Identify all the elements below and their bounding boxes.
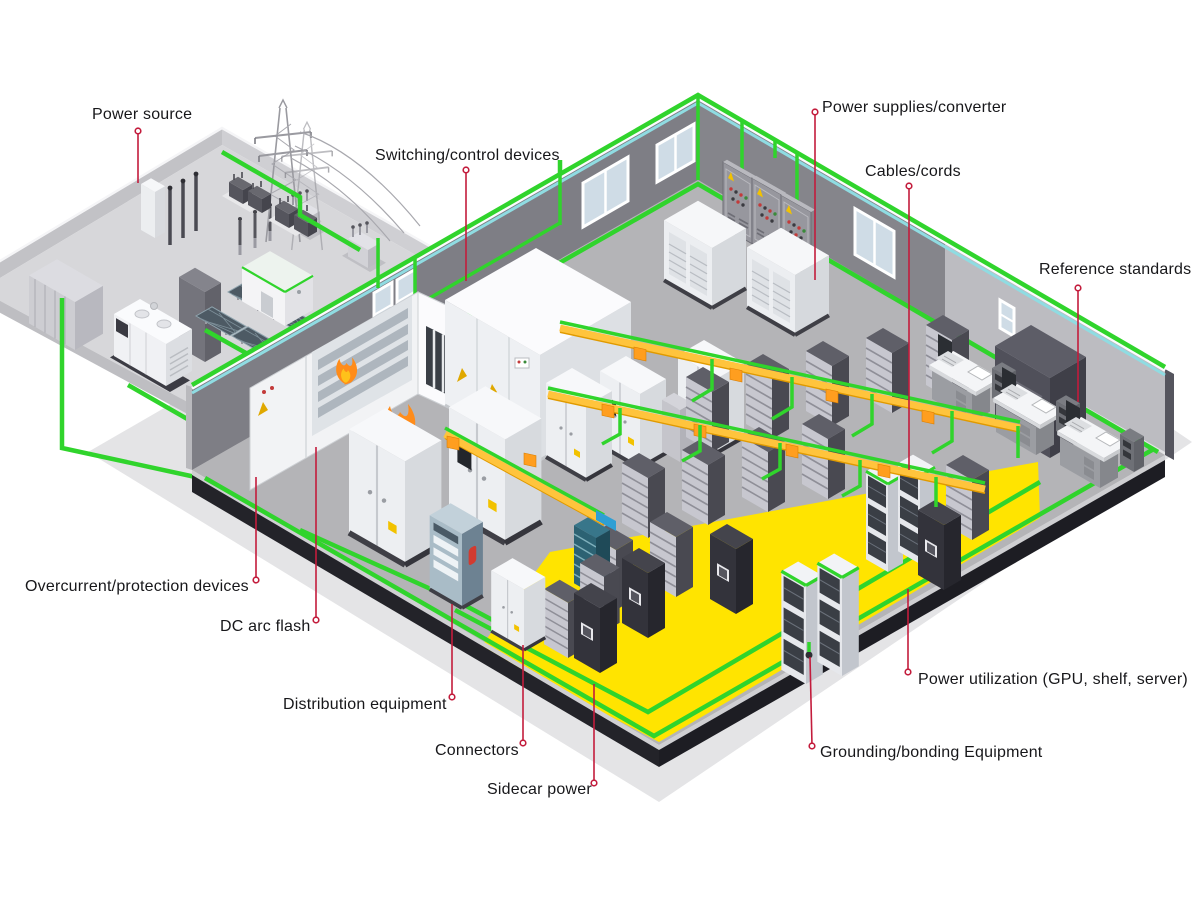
server-rack (681, 439, 726, 526)
leader-lines (134, 108, 1082, 787)
gpu-rack (864, 461, 905, 574)
label-power-supplies: Power supplies/converter (822, 99, 1007, 116)
building-floor (192, 180, 1165, 745)
distribution-cabinet (427, 501, 485, 610)
leader-grounding (809, 656, 813, 747)
overcurrent-panel (249, 291, 471, 491)
label-grounding: Grounding/bonding Equipment (820, 744, 1043, 761)
substation-cabinet (141, 178, 165, 238)
label-connectors: Connectors (435, 742, 519, 759)
windows-right-wall (853, 205, 1016, 339)
label-sidecar: Sidecar power (487, 781, 592, 798)
wall-top-cable (190, 92, 1167, 387)
label-overcurrent: Overcurrent/protection devices (25, 578, 249, 595)
gpu-rack (779, 559, 825, 686)
busway-lower (547, 386, 986, 507)
grounding-point (805, 642, 813, 659)
skirting (659, 460, 1165, 767)
label-distribution: Distribution equipment (283, 696, 447, 713)
insulator (236, 215, 244, 257)
skirting (192, 475, 659, 767)
bus-poles (168, 176, 198, 245)
label-cables: Cables/cords (865, 163, 961, 180)
label-power-utilization: Power utilization (GPU, shelf, server) (918, 671, 1188, 688)
busways (443, 320, 1021, 531)
label-switching: Switching/control devices (375, 147, 560, 164)
transmission-towers (222, 99, 421, 251)
server-tower (710, 524, 753, 614)
server-rack (685, 366, 730, 453)
label-power-source: Power source (92, 106, 193, 123)
label-dc-arc-flash: DC arc flash (220, 618, 311, 635)
gpu-rack (815, 551, 861, 678)
server-tower (918, 500, 961, 590)
label-reference: Reference standards (1039, 261, 1192, 278)
insulator (251, 208, 259, 250)
busway-sidecar (443, 426, 616, 531)
power-lines (290, 131, 421, 242)
busway-upper (559, 320, 1021, 458)
sidecar-tower (574, 583, 617, 673)
sidecar-tower (622, 548, 665, 638)
busway-end-connector (596, 510, 616, 531)
